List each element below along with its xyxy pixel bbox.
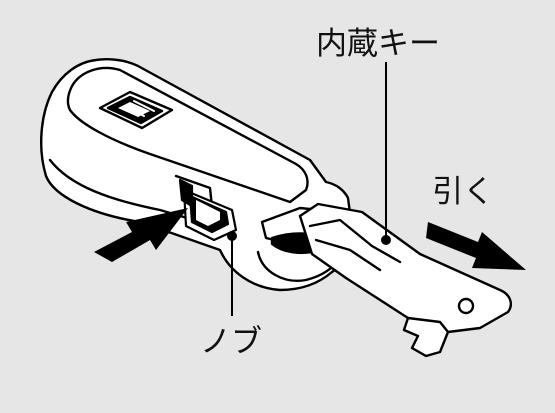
brand-logo (98, 90, 174, 130)
key-edge (406, 316, 450, 334)
label-pull: 引く (432, 174, 494, 210)
release-knob (178, 178, 238, 242)
key-hole (457, 297, 475, 315)
key-blade (298, 202, 512, 358)
label-knob: ノブ (200, 324, 262, 360)
built-in-key (298, 202, 512, 358)
fob-front-seam (48, 158, 216, 228)
pull-arrow (426, 222, 526, 270)
callout-dot-built-in-key (381, 235, 391, 245)
push-arrow (94, 208, 188, 262)
label-built-in-key: 内蔵キー (316, 26, 440, 62)
key-groove (308, 218, 402, 272)
callout-dot-knob (227, 231, 237, 241)
